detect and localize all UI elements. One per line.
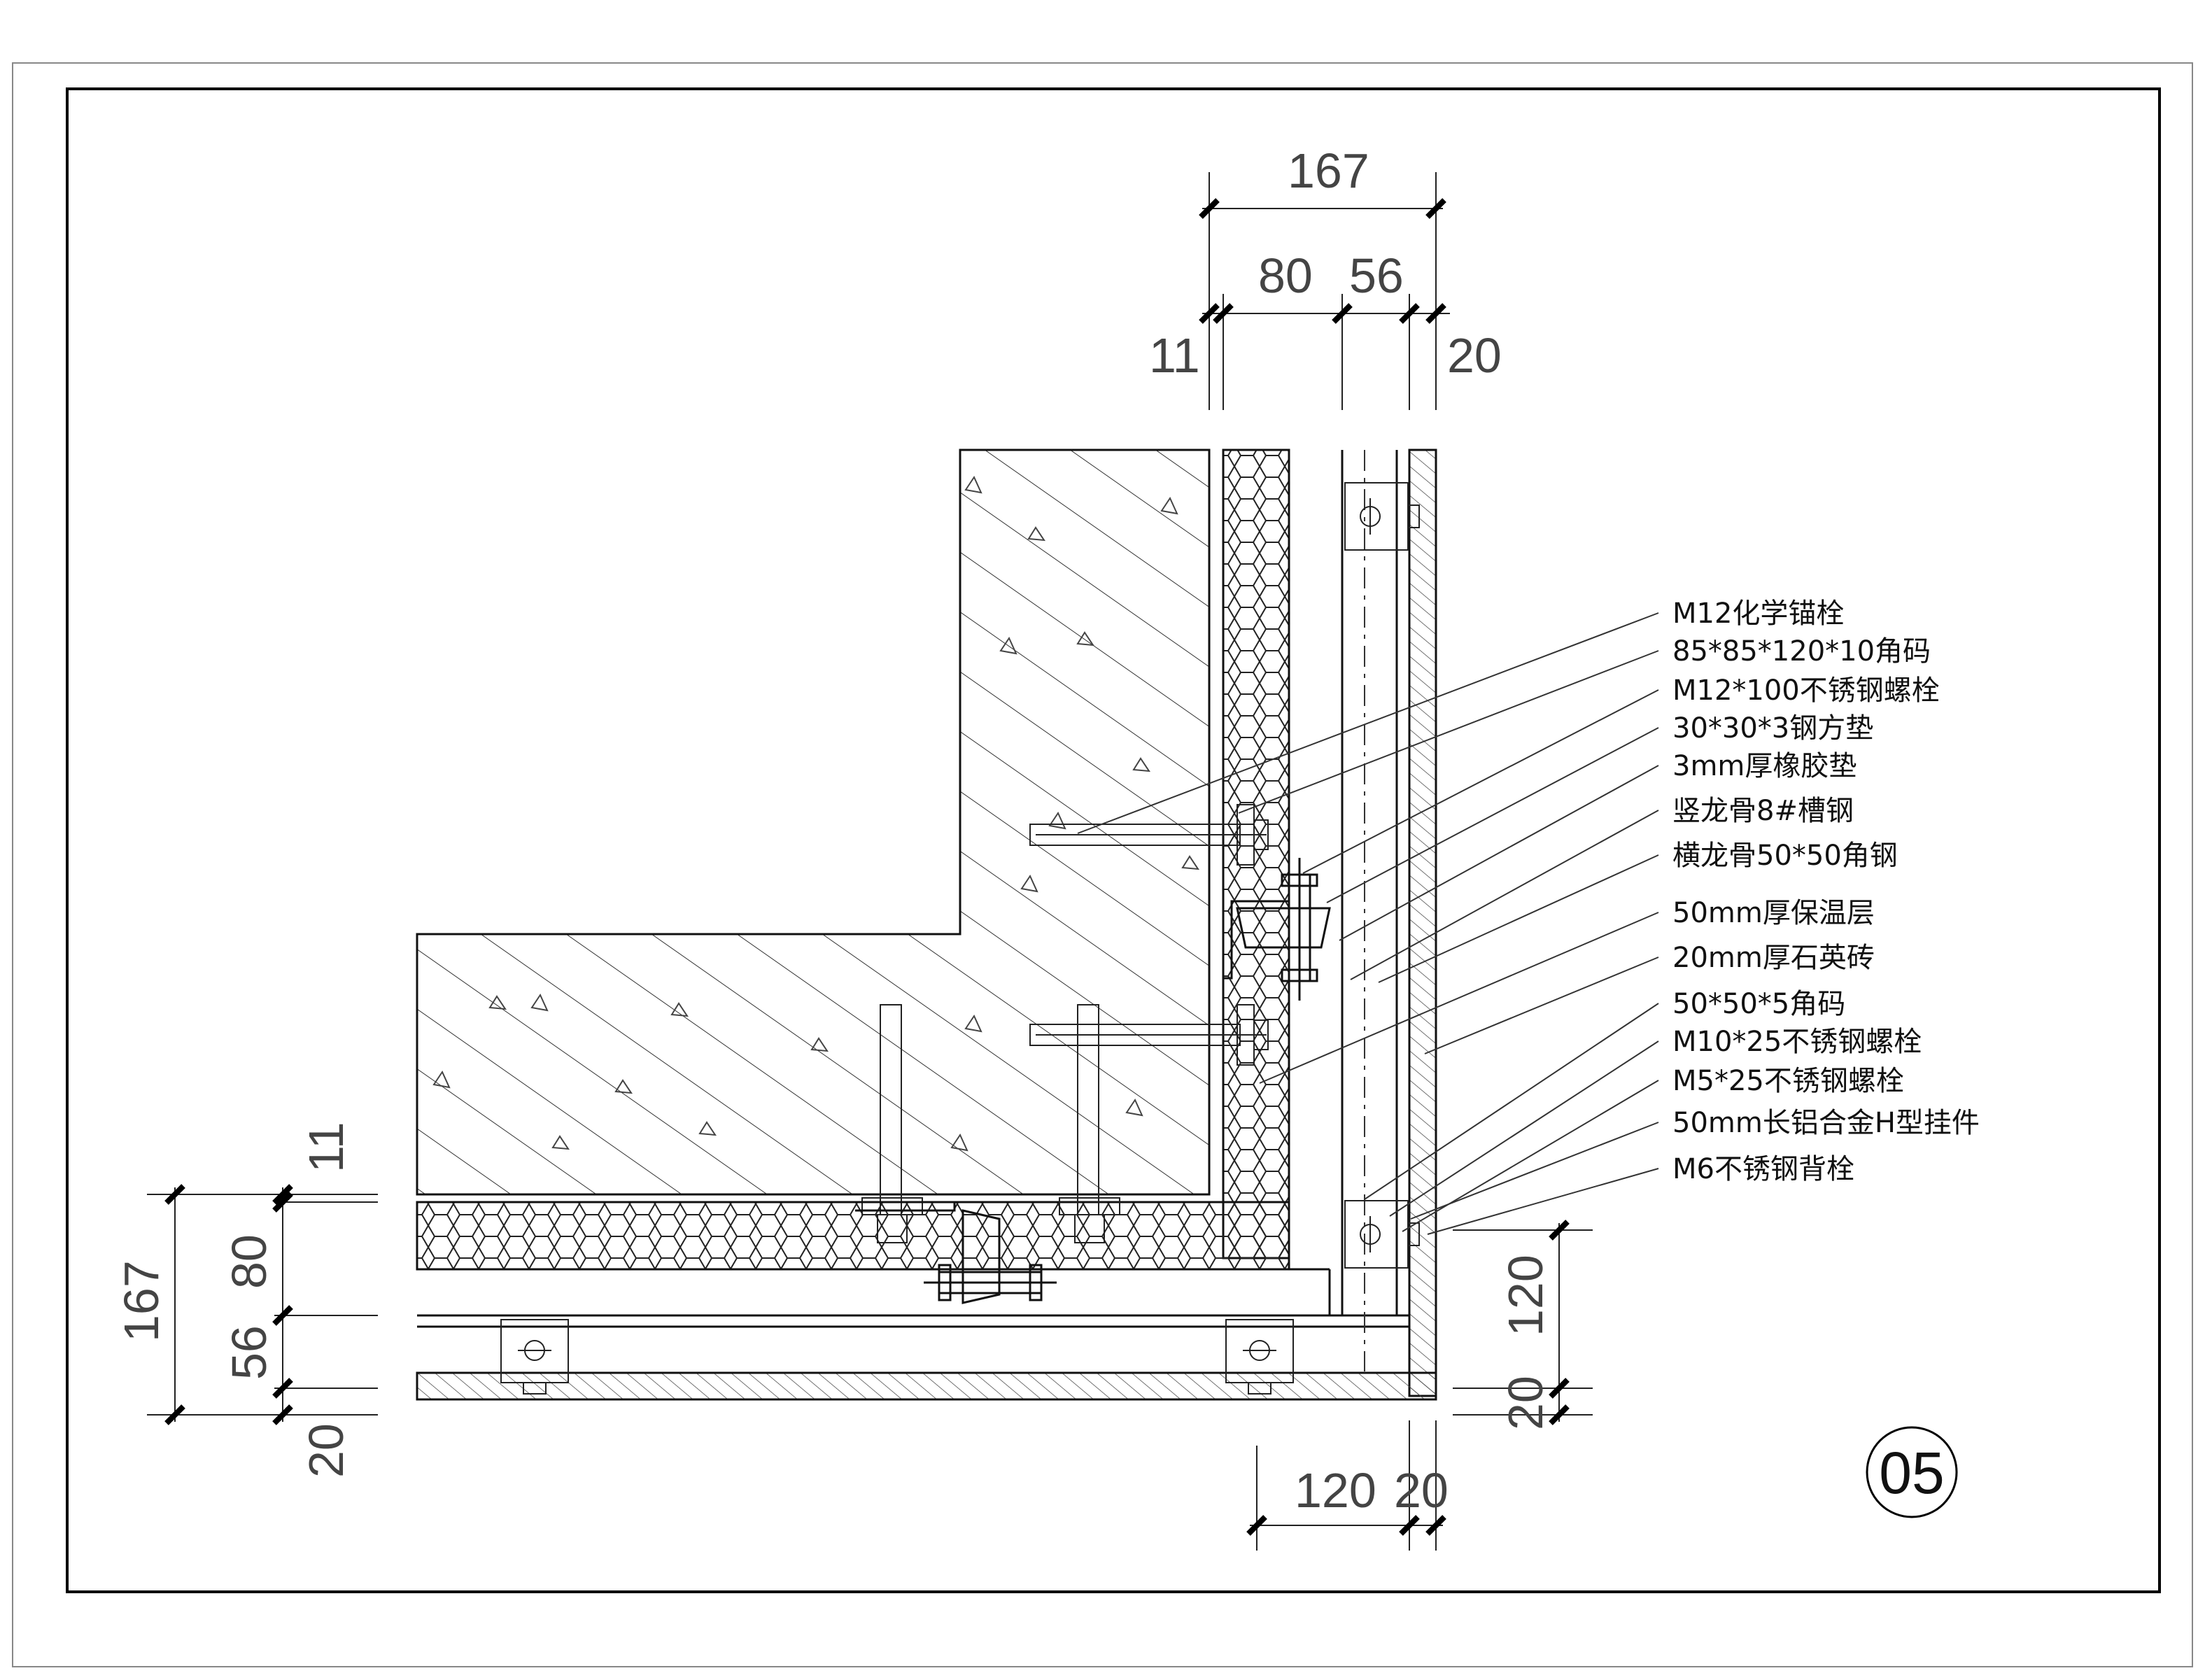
leader-lines <box>1077 612 1659 1235</box>
dim-top-56: 56 <box>1349 248 1404 303</box>
bottom-dimensions: 120 20 <box>1246 1420 1449 1551</box>
dim-left-56: 56 <box>222 1325 276 1380</box>
detail-number-badge: 05 <box>1866 1426 1958 1518</box>
tile-vertical <box>1408 449 1437 1397</box>
label-m12-bolt: M12*100不锈钢螺栓 <box>1672 675 1940 707</box>
keel-lines <box>417 450 1409 1328</box>
chemical-anchor-middle <box>1029 1004 1269 1066</box>
dim-right-120: 120 <box>1498 1255 1553 1336</box>
angle-bracket-vertical <box>1222 858 1331 1001</box>
dim-top-11: 11 <box>1149 328 1200 383</box>
h-hanger-bottom-right <box>1225 1319 1294 1395</box>
tile-horizontal <box>416 1371 1437 1401</box>
dim-left-167: 167 <box>114 1260 169 1342</box>
dim-left-11: 11 <box>299 1122 353 1173</box>
right-dimensions: 120 20 <box>1453 1220 1593 1430</box>
h-hanger-bottom-left <box>500 1319 569 1395</box>
dim-right-20: 20 <box>1498 1376 1553 1430</box>
label-m10-bolt: M10*25不锈钢螺栓 <box>1672 1026 1922 1058</box>
dim-top-20: 20 <box>1447 328 1502 383</box>
aggregate-marks <box>432 475 1199 1152</box>
label-angle-50: 50*50*5角码 <box>1672 988 1845 1020</box>
dim-top-80: 80 <box>1258 248 1313 303</box>
h-hanger-top <box>1344 482 1420 551</box>
label-vertical-keel: 竖龙骨8#槽钢 <box>1672 795 1854 827</box>
label-m6-back-bolt: M6不锈钢背栓 <box>1672 1153 1854 1185</box>
top-dimensions: 167 80 56 11 20 <box>1149 143 1502 410</box>
label-insulation: 50mm厚保温层 <box>1672 897 1875 929</box>
label-square-washer: 30*30*3钢方垫 <box>1672 712 1873 744</box>
dim-top-167: 167 <box>1288 143 1369 198</box>
detail-number: 05 <box>1879 1440 1944 1506</box>
label-quartz-tile: 20mm厚石英砖 <box>1672 942 1875 974</box>
label-rubber-pad: 3mm厚橡胶垫 <box>1672 750 1857 782</box>
concrete-wall <box>416 449 1211 1196</box>
label-m5-bolt: M5*25不锈钢螺栓 <box>1672 1065 1904 1097</box>
dim-bottom-120: 120 <box>1295 1463 1376 1518</box>
angle-bracket-horizontal <box>847 1201 1057 1304</box>
label-angle-85: 85*85*120*10角码 <box>1672 635 1931 668</box>
inner-border <box>66 87 2161 1593</box>
label-m12-chemical-anchor: M12化学锚栓 <box>1672 598 1844 630</box>
insulation-horizontal <box>416 1201 1290 1271</box>
chemical-anchor-vertical-left <box>861 1004 923 1243</box>
chemical-anchor-vertical-right <box>1059 1004 1120 1243</box>
chemical-anchor-top <box>1029 804 1269 866</box>
h-hanger-bottom <box>1344 1200 1420 1269</box>
dim-left-20: 20 <box>299 1423 353 1478</box>
outer-border <box>12 62 2193 1667</box>
dim-bottom-20: 20 <box>1394 1463 1449 1518</box>
insulation-vertical <box>1222 449 1290 1259</box>
callout-labels: M12化学锚栓 85*85*120*10角码 M12*100不锈钢螺栓 30*3… <box>1672 598 1980 1185</box>
label-h-hanger: 50mm长铝合金H型挂件 <box>1672 1107 1980 1139</box>
label-horizontal-keel: 横龙骨50*50角钢 <box>1672 840 1898 872</box>
left-dimensions: 167 80 56 11 20 <box>114 1122 378 1478</box>
dim-left-80: 80 <box>222 1234 276 1289</box>
